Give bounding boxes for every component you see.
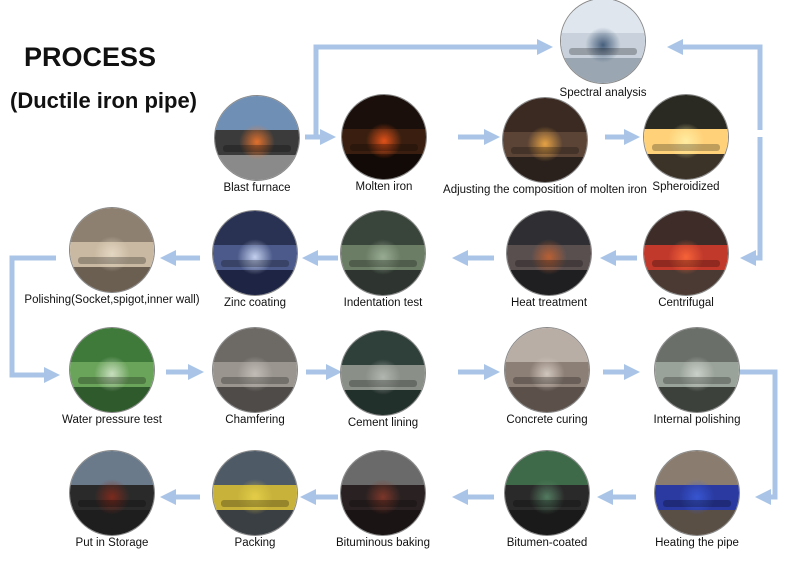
process-step-label: Molten iron <box>355 181 413 193</box>
composition-photo <box>503 98 587 182</box>
process-step-label: Bituminous baking <box>336 537 430 549</box>
bitumen-coated-photo <box>505 451 589 535</box>
heat-treatment-photo <box>507 211 591 295</box>
blast-furnace-photo <box>215 96 299 180</box>
storage-photo <box>70 451 154 535</box>
arrow-4 <box>739 137 763 267</box>
spheroidized-photo <box>644 95 728 179</box>
process-step-label: Bitumen-coated <box>506 537 588 549</box>
arrow-to-spectral-left <box>313 38 554 137</box>
process-step-label: Indentation test <box>343 297 423 309</box>
page-title: PROCESS <box>24 42 157 72</box>
centrifugal-photo <box>644 211 728 295</box>
concrete-curing-photo <box>505 328 589 412</box>
arrow-to-spectral-right <box>666 38 763 130</box>
process-step-label: Packing <box>234 537 276 549</box>
water-pressure-test-photo <box>70 328 154 412</box>
arrow-9 <box>9 255 61 384</box>
zinc-coating-photo <box>213 211 297 295</box>
spectral-analysis-photo <box>561 0 645 83</box>
page-subtitle: (Ductile iron pipe) <box>10 88 197 113</box>
heating-pipe-photo <box>655 451 739 535</box>
process-step-label: Heating the pipe <box>655 537 739 549</box>
process-step-label: Chamfering <box>225 414 285 426</box>
bituminous-baking-photo <box>341 451 425 535</box>
process-step-label: Concrete curing <box>506 414 588 426</box>
process-step-label: Put in Storage <box>75 537 149 549</box>
molten-iron-photo <box>342 95 426 179</box>
process-step-label: Zinc coating <box>223 297 286 309</box>
process-step-label: Polishing(Socket,spigot,inner wall) <box>24 294 200 306</box>
process-step-label: Water pressure test <box>62 414 162 426</box>
indentation-test-photo <box>341 211 425 295</box>
arrow-14 <box>740 369 778 506</box>
process-step-label: Internal polishing <box>653 414 741 426</box>
packing-photo <box>213 451 297 535</box>
process-step-label: Spheroidized <box>652 181 720 193</box>
process-step-label: Cement lining <box>347 417 419 429</box>
internal-polishing-photo <box>655 328 739 412</box>
cement-lining-photo <box>341 331 425 415</box>
process-step-label: Centrifugal <box>658 297 714 309</box>
process-step-label: Adjusting the composition of molten iron <box>443 184 647 196</box>
process-step-label: Heat treatment <box>510 297 588 309</box>
polishing-photo <box>70 208 154 292</box>
chamfering-photo <box>213 328 297 412</box>
process-step-label: Blast furnace <box>223 182 291 194</box>
process-step-label: Spectral analysis <box>559 87 647 99</box>
